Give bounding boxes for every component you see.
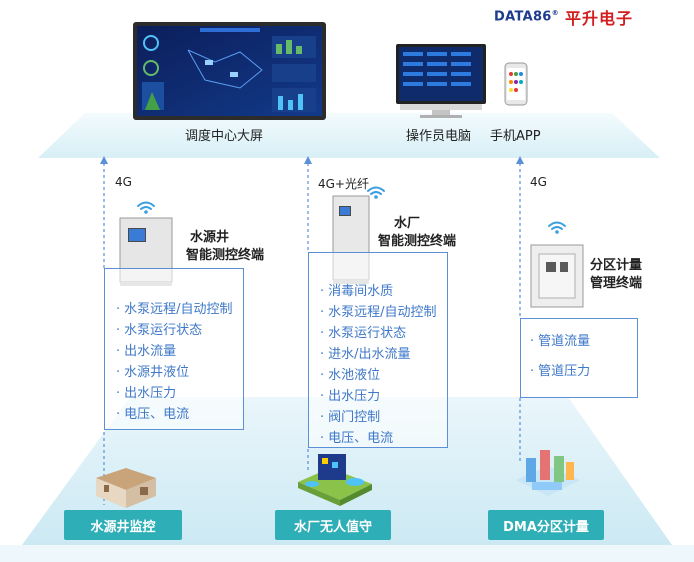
arrow-middle	[304, 156, 312, 164]
dispatch-screen-label: 调度中心大屏	[185, 129, 264, 144]
feature-item: 出水压力	[116, 383, 243, 404]
feature-item: 水泵远程/自动控制	[320, 302, 447, 323]
wifi-icon-middle	[367, 186, 385, 195]
wifi-icon-left	[137, 201, 155, 210]
brand-name-cn: 平升电子	[564, 9, 633, 28]
well-features-box: 水泵远程/自动控制 水泵运行状态 出水流量 水源井液位 出水压力 电压、电流	[104, 268, 244, 430]
feature-item: 水泵运行状态	[116, 320, 243, 341]
brand-name-en: DATA86®	[494, 9, 559, 25]
feature-item: 阀门控制	[320, 407, 447, 428]
water-plant-icon	[298, 454, 372, 506]
feature-item: 出水流量	[116, 341, 243, 362]
wifi-icon-right	[548, 221, 566, 230]
link-label-left: 4G	[115, 175, 132, 189]
mobile-phone	[504, 62, 528, 106]
well-monitoring-button[interactable]: 水源井监控	[64, 510, 182, 540]
plant-unattended-button[interactable]: 水厂无人值守	[275, 510, 391, 540]
dispatch-screen	[133, 22, 326, 120]
bottom-platform	[22, 397, 672, 545]
feature-item: 电压、电流	[320, 428, 447, 449]
feature-item: 消毒间水质	[320, 281, 447, 302]
feature-item: 管道流量	[530, 327, 637, 357]
plant-features-box: 消毒间水质 水泵远程/自动控制 水泵运行状态 进水/出水流量 水池液位 出水压力…	[308, 252, 448, 448]
plant-terminal-title-line1: 水厂	[394, 216, 421, 231]
feature-item: 出水压力	[320, 386, 447, 407]
arrow-right	[516, 156, 524, 164]
dma-features-box: 管道流量 管道压力	[520, 318, 638, 398]
dma-terminal-cabinet	[530, 244, 584, 308]
mobile-app-label: 手机APP	[490, 129, 541, 144]
link-label-right: 4G	[530, 175, 547, 189]
feature-item: 水池液位	[320, 365, 447, 386]
well-terminal-title: 水源井 智能测控终端	[186, 229, 264, 265]
top-platform	[38, 113, 660, 158]
operator-pc-label: 操作员电脑	[406, 129, 472, 144]
feature-item: 进水/出水流量	[320, 344, 447, 365]
arrow-left	[100, 156, 108, 164]
plant-terminal-title: 水厂 智能测控终端	[378, 215, 456, 251]
feature-item: 水源井液位	[116, 362, 243, 383]
plant-terminal-title-line2: 智能测控终端	[378, 234, 457, 249]
feature-item: 管道压力	[530, 357, 637, 387]
well-terminal-title-line1: 水源井	[190, 230, 230, 245]
link-label-middle: 4G+光纤	[318, 177, 369, 191]
well-terminal-title-line2: 智能测控终端	[186, 248, 265, 263]
operator-pc	[396, 44, 486, 118]
dma-terminal-title-line1: 分区计量	[590, 258, 643, 273]
feature-item: 电压、电流	[116, 404, 243, 425]
dma-city-icon	[516, 450, 580, 496]
dma-terminal-title-line2: 管理终端	[590, 276, 643, 291]
feature-item: 水泵运行状态	[320, 323, 447, 344]
feature-item: 水泵远程/自动控制	[116, 299, 243, 320]
dma-metering-button[interactable]: DMA分区计量	[488, 510, 604, 540]
dma-terminal-title: 分区计量 管理终端	[590, 257, 642, 293]
brand-logo: DATA86® 平升电子	[494, 6, 690, 28]
well-house-icon	[96, 468, 156, 508]
